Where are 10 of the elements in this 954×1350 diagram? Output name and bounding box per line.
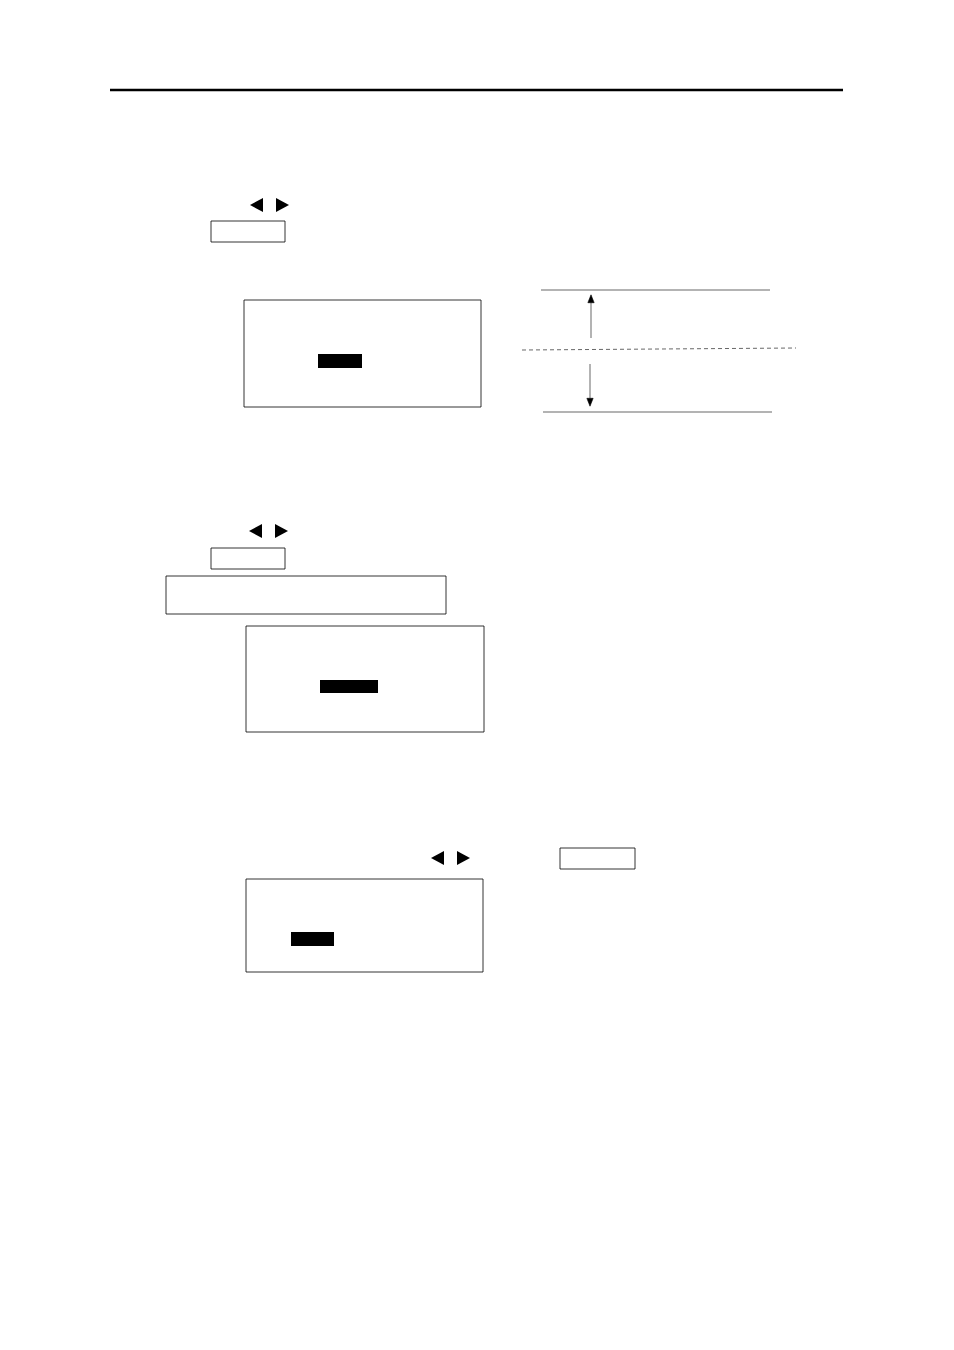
highlight-bar bbox=[318, 354, 362, 368]
key-box bbox=[210, 220, 286, 243]
highlight-bar bbox=[320, 680, 378, 693]
key-box bbox=[559, 847, 636, 870]
display-box bbox=[243, 299, 482, 408]
key-box bbox=[210, 547, 286, 570]
message-box bbox=[165, 575, 447, 615]
display-box bbox=[245, 625, 485, 733]
display-box bbox=[245, 878, 484, 973]
highlight-bar bbox=[291, 932, 334, 946]
